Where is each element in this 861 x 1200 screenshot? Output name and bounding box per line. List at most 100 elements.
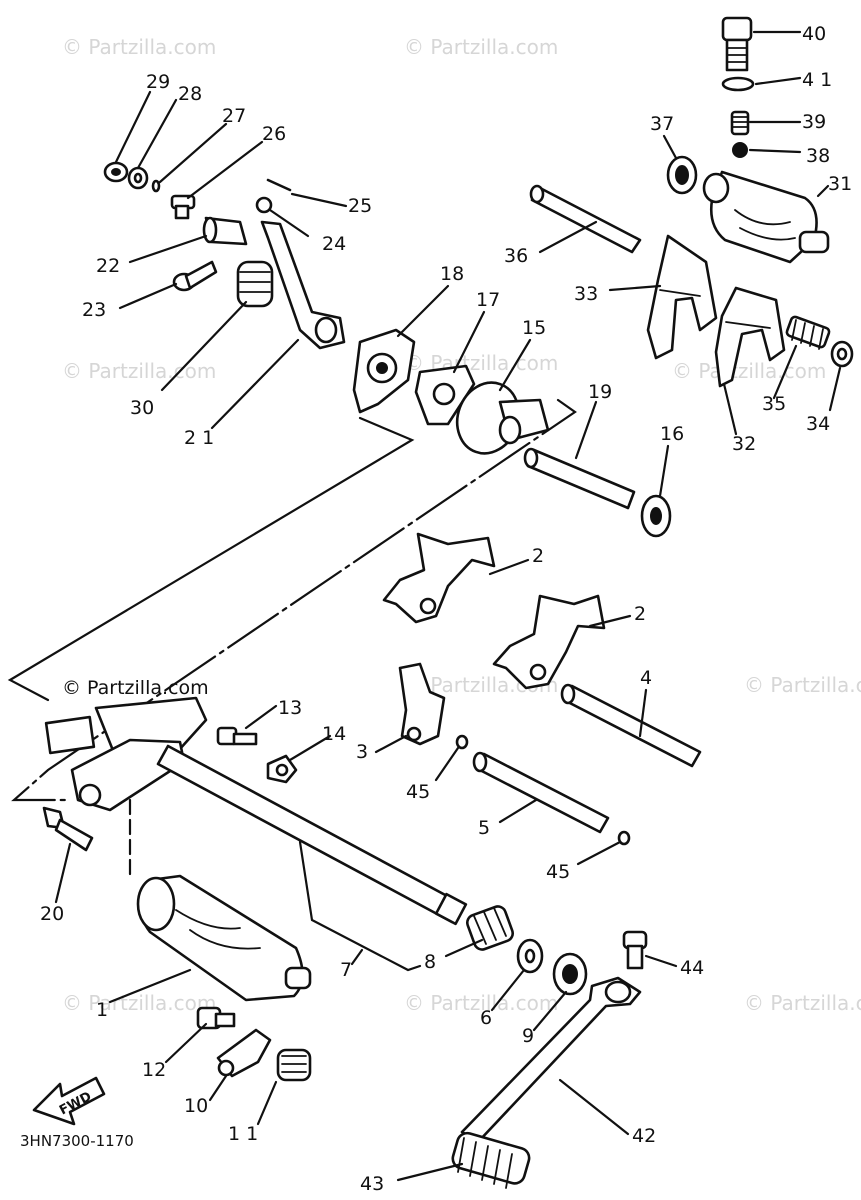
part-guide-bar-36[interactable] xyxy=(529,184,642,254)
part-bolt-40[interactable] xyxy=(721,16,753,72)
callout-13[interactable]: 13 xyxy=(278,697,302,719)
part-stopper-15[interactable] xyxy=(447,374,550,462)
part-oil-seal-9[interactable] xyxy=(552,952,588,996)
callout-19[interactable]: 19 xyxy=(588,381,612,403)
part-shift-fork-2a[interactable] xyxy=(382,532,496,624)
part-clip-45a[interactable] xyxy=(455,734,469,750)
callout-32[interactable]: 32 xyxy=(732,433,756,455)
callout-28[interactable]: 28 xyxy=(178,83,202,105)
callout-23[interactable]: 23 xyxy=(82,299,106,321)
callout-1[interactable]: 1 xyxy=(96,999,108,1021)
part-bolt-44[interactable] xyxy=(622,930,648,970)
callout-40[interactable]: 40 xyxy=(802,23,826,45)
callout-44[interactable]: 44 xyxy=(680,957,704,979)
part-shift-fork-2b[interactable] xyxy=(492,594,606,690)
part-spring-35[interactable] xyxy=(785,315,831,350)
part-bolt-13[interactable] xyxy=(216,726,258,746)
callout-18[interactable]: 18 xyxy=(440,263,464,285)
part-joint-22[interactable] xyxy=(202,216,248,246)
part-washer-6[interactable] xyxy=(516,938,544,974)
part-shaft-19[interactable] xyxy=(523,447,636,510)
callout-2b[interactable]: 2 xyxy=(634,603,646,625)
callout-24[interactable]: 24 xyxy=(322,233,346,255)
callout-11[interactable]: 11 xyxy=(228,1123,264,1145)
part-oring-27[interactable] xyxy=(151,179,161,193)
part-plate-14[interactable] xyxy=(266,754,298,784)
callout-39[interactable]: 39 xyxy=(802,111,826,133)
part-segment-1[interactable] xyxy=(136,874,312,1002)
watermark: © Partzilla.com xyxy=(744,673,861,697)
part-ball-38[interactable] xyxy=(732,142,748,158)
watermark: © Partzilla.com xyxy=(62,991,216,1015)
callout-27[interactable]: 27 xyxy=(222,105,246,127)
callout-8[interactable]: 8 xyxy=(424,951,436,973)
assembly-line xyxy=(7,416,415,702)
callout-6[interactable]: 6 xyxy=(480,1007,492,1029)
part-shift-fork-33[interactable] xyxy=(646,234,718,360)
callout-22[interactable]: 22 xyxy=(96,255,120,277)
callout-31[interactable]: 31 xyxy=(828,173,852,195)
callout-12[interactable]: 12 xyxy=(142,1059,166,1081)
part-washer-16[interactable] xyxy=(640,494,672,538)
leader-lines xyxy=(54,30,842,1182)
callout-35[interactable]: 35 xyxy=(762,393,786,415)
part-cotter-pin-25[interactable] xyxy=(266,178,292,192)
part-shift-arm-21[interactable] xyxy=(260,220,346,350)
callout-45b[interactable]: 45 xyxy=(546,861,570,883)
part-pedal-rubber-43[interactable] xyxy=(450,1131,531,1189)
part-clip-45b[interactable] xyxy=(617,830,631,846)
part-bolt-26[interactable] xyxy=(170,194,196,220)
callout-43[interactable]: 43 xyxy=(360,1173,384,1195)
callout-5[interactable]: 5 xyxy=(478,817,490,839)
part-washer-28[interactable] xyxy=(127,166,149,190)
part-spring-8[interactable] xyxy=(465,904,515,952)
callout-30[interactable]: 30 xyxy=(130,397,154,419)
part-shift-fork-32[interactable] xyxy=(714,286,786,388)
callout-29[interactable]: 29 xyxy=(146,71,170,93)
callout-14[interactable]: 14 xyxy=(322,723,346,745)
part-nut-29[interactable] xyxy=(103,161,129,183)
part-circlip-24[interactable] xyxy=(255,196,273,214)
part-stopper-lever-10[interactable] xyxy=(216,1028,272,1078)
part-spring-11[interactable] xyxy=(276,1048,312,1082)
part-shift-shaft-7[interactable] xyxy=(44,696,468,926)
part-shift-fork-3[interactable] xyxy=(398,662,446,746)
part-spring-39[interactable] xyxy=(730,110,750,136)
part-gasket-17[interactable] xyxy=(414,364,476,426)
part-guide-bar-5[interactable] xyxy=(472,751,610,834)
callout-37[interactable]: 37 xyxy=(650,113,674,135)
part-pin-23[interactable] xyxy=(172,260,218,292)
callout-17[interactable]: 17 xyxy=(476,289,500,311)
callout-3[interactable]: 3 xyxy=(356,741,368,763)
callout-9[interactable]: 9 xyxy=(522,1025,534,1047)
part-guide-bar-4[interactable] xyxy=(560,683,702,768)
callout-38[interactable]: 38 xyxy=(806,145,830,167)
callout-45a[interactable]: 45 xyxy=(406,781,430,803)
callout-16[interactable]: 16 xyxy=(660,423,684,445)
part-shift-drum-31[interactable] xyxy=(702,170,830,264)
watermark: © Partzilla.com xyxy=(744,991,861,1015)
part-bolt-12[interactable] xyxy=(196,1006,236,1030)
part-bolt-20[interactable] xyxy=(42,806,94,852)
callout-20[interactable]: 20 xyxy=(40,903,64,925)
callout-4[interactable]: 4 xyxy=(640,667,652,689)
callout-26[interactable]: 26 xyxy=(262,123,286,145)
part-washer-34[interactable] xyxy=(830,340,854,368)
callout-21[interactable]: 21 xyxy=(184,427,220,449)
callout-10[interactable]: 10 xyxy=(184,1095,208,1117)
callouts: 40 41 39 38 37 31 36 33 32 35 34 29 28 2… xyxy=(40,23,852,1195)
callout-33[interactable]: 33 xyxy=(574,283,598,305)
callout-42[interactable]: 42 xyxy=(632,1125,656,1147)
part-boot-30[interactable] xyxy=(236,260,274,308)
part-washer-41[interactable] xyxy=(721,76,755,92)
callout-41[interactable]: 41 xyxy=(802,69,838,91)
callout-2a[interactable]: 2 xyxy=(532,545,544,567)
callout-7[interactable]: 7 xyxy=(340,959,352,981)
callout-36[interactable]: 36 xyxy=(504,245,528,267)
callout-25[interactable]: 25 xyxy=(348,195,372,217)
callout-15[interactable]: 15 xyxy=(522,317,546,339)
callout-34[interactable]: 34 xyxy=(806,413,830,435)
part-plate-18[interactable] xyxy=(352,328,416,414)
part-shift-pedal-42[interactable] xyxy=(460,976,642,1144)
part-oil-seal-37[interactable] xyxy=(666,155,698,195)
